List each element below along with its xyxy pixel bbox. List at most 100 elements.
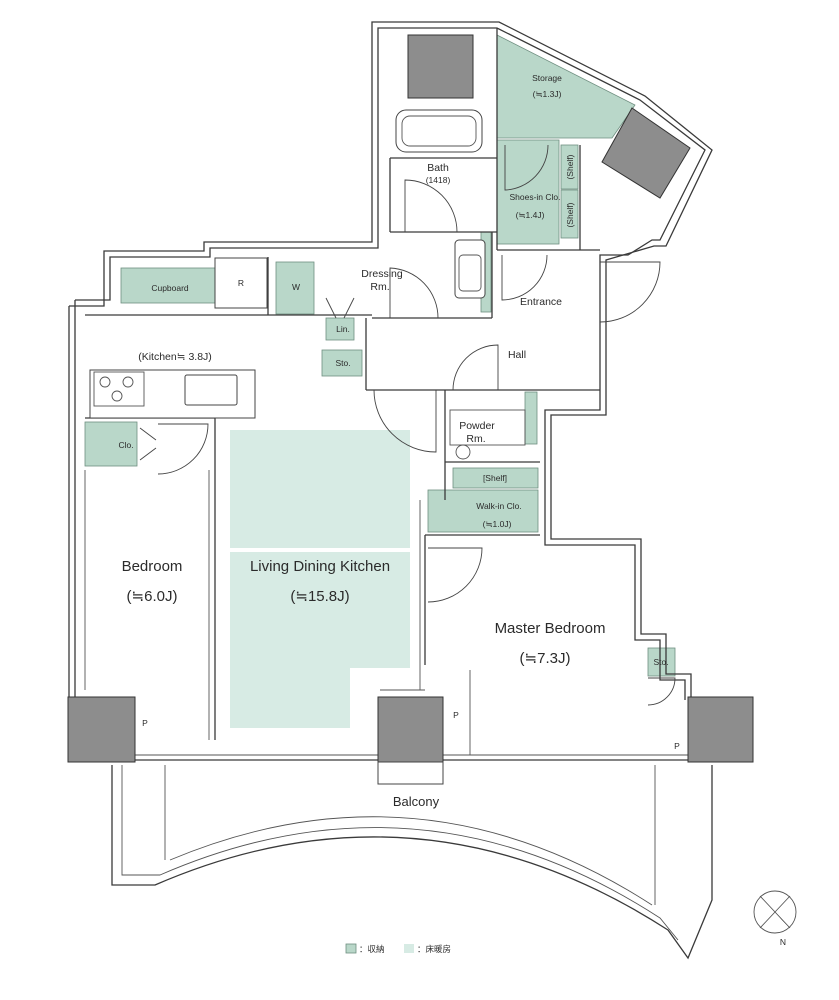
kitchen-stove bbox=[93, 371, 145, 407]
bathtub bbox=[395, 109, 483, 153]
door-ldk bbox=[373, 389, 437, 453]
door-closet bbox=[139, 427, 157, 461]
shelf-bottom-label: (Shelf) bbox=[565, 202, 575, 227]
ldk-label: Living Dining Kitchen bbox=[250, 558, 390, 575]
bathtub-inner bbox=[401, 115, 477, 147]
floor-heating-areas bbox=[230, 430, 410, 728]
shoes-closet-area: (≒1.4J) bbox=[516, 210, 545, 220]
shoes-closet-label: Shoes-in Clo. bbox=[509, 192, 560, 202]
pipe-center-label: P bbox=[453, 710, 459, 720]
bedroom-area: (≒6.0J) bbox=[127, 588, 178, 605]
walkin-closet-area bbox=[427, 489, 539, 533]
fixtures bbox=[89, 109, 526, 460]
closet-area bbox=[84, 421, 138, 467]
compass-needle-icon bbox=[775, 912, 790, 928]
washer-label: W bbox=[292, 282, 300, 292]
powder-shelf-area bbox=[524, 391, 538, 445]
refrigerator-label: R bbox=[238, 278, 244, 288]
toilet bbox=[455, 444, 471, 460]
balcony-unit bbox=[377, 761, 444, 785]
storage-label: Storage bbox=[532, 73, 562, 83]
walkin-label: Walk-in Clo. bbox=[476, 501, 522, 511]
bedroom-label: Bedroom bbox=[122, 558, 183, 575]
door-entrance-2 bbox=[501, 254, 548, 301]
floor-heating-ldk-upper bbox=[230, 430, 410, 548]
master-label: Master Bedroom bbox=[495, 620, 606, 637]
storage-areas bbox=[84, 34, 676, 677]
door-linen bbox=[325, 297, 355, 319]
door-master bbox=[427, 547, 483, 603]
pipe-right-label: P bbox=[674, 741, 680, 751]
doors bbox=[139, 144, 676, 706]
pillars bbox=[67, 34, 754, 763]
pipe-left-label: P bbox=[142, 718, 148, 728]
master-storage-area bbox=[647, 647, 676, 677]
shelf-top-label: (Shelf) bbox=[565, 154, 575, 179]
balcony-curve bbox=[169, 816, 653, 906]
kitchen-sink bbox=[184, 374, 238, 406]
door-bath bbox=[404, 179, 458, 233]
kitchen-label: (Kitchen≒ 3.8J) bbox=[138, 351, 212, 363]
stove-burner-3 bbox=[111, 390, 123, 402]
pillar-storage-corner bbox=[601, 107, 691, 199]
shoes-closet-area bbox=[496, 139, 560, 245]
linen-area bbox=[325, 317, 355, 341]
door-hall bbox=[452, 344, 499, 391]
balcony bbox=[111, 761, 713, 960]
door-shoes bbox=[504, 144, 549, 191]
walkin-area: (≒1.0J) bbox=[483, 519, 512, 529]
cupboard-label: Cupboard bbox=[151, 283, 189, 293]
master-storage-label: Sto. bbox=[653, 657, 668, 667]
legend-storage-swatch bbox=[345, 943, 357, 954]
legend-heating-swatch bbox=[404, 944, 414, 953]
shelf-area-bottom bbox=[560, 189, 579, 239]
dressing-label-1: Dressing bbox=[361, 268, 403, 280]
pillar-bedroom bbox=[67, 696, 136, 763]
stove-burner-2 bbox=[122, 376, 134, 388]
washbasin-dressing bbox=[454, 239, 486, 299]
door-bedroom bbox=[157, 423, 209, 475]
entrance-label: Entrance bbox=[520, 296, 562, 308]
shelf-area-top bbox=[560, 144, 579, 190]
walkin-shelf-area bbox=[452, 467, 539, 489]
powder-label-1: Powder bbox=[459, 420, 495, 432]
compass-north-label: N bbox=[780, 937, 786, 947]
door-master-storage bbox=[647, 677, 676, 706]
hall-label: Hall bbox=[508, 349, 526, 361]
storage-small-label: Sto. bbox=[335, 358, 350, 368]
bath-size: (1418) bbox=[426, 175, 451, 185]
washbasin-inner bbox=[458, 254, 482, 292]
stove-burner-1 bbox=[99, 376, 111, 388]
floor-heating-ldk-lower bbox=[230, 552, 410, 728]
storage-small-area bbox=[321, 349, 363, 377]
walkin-shelf-label: [Shelf] bbox=[483, 473, 507, 483]
legend-heating-label: ：床暖房 bbox=[417, 944, 451, 954]
compass bbox=[753, 890, 797, 934]
door-dressing bbox=[389, 267, 439, 319]
compass-circle bbox=[753, 890, 797, 934]
master-area: (≒7.3J) bbox=[520, 650, 571, 667]
linen-label: Lin. bbox=[336, 324, 350, 334]
ldk-area: (≒15.8J) bbox=[290, 588, 349, 605]
pillar-bath bbox=[407, 34, 474, 99]
closet-label: Clo. bbox=[118, 440, 133, 450]
balcony-railing-outer bbox=[111, 765, 713, 960]
powder-counter bbox=[449, 409, 526, 446]
washer-area bbox=[275, 261, 315, 315]
outer-wall-line bbox=[75, 27, 706, 700]
powder-label-2: Rm. bbox=[466, 433, 485, 445]
labels: Storage (≒1.3J) Bath (1418) Shoes-in Clo… bbox=[118, 73, 786, 954]
legend-storage-label: ：収納 bbox=[359, 944, 385, 954]
balcony-railing-inner bbox=[121, 765, 679, 941]
pillar-center bbox=[377, 696, 444, 763]
refrigerator-space bbox=[214, 257, 268, 309]
balcony-label: Balcony bbox=[393, 794, 440, 809]
interior-walls bbox=[84, 28, 600, 755]
dressing-label-2: Rm. bbox=[370, 281, 389, 293]
door-entrance bbox=[599, 261, 661, 323]
outer-wall-line-2 bbox=[69, 21, 713, 700]
storage-area: (≒1.3J) bbox=[533, 89, 562, 99]
bath-label: Bath bbox=[427, 162, 449, 174]
pillar-master bbox=[687, 696, 754, 763]
